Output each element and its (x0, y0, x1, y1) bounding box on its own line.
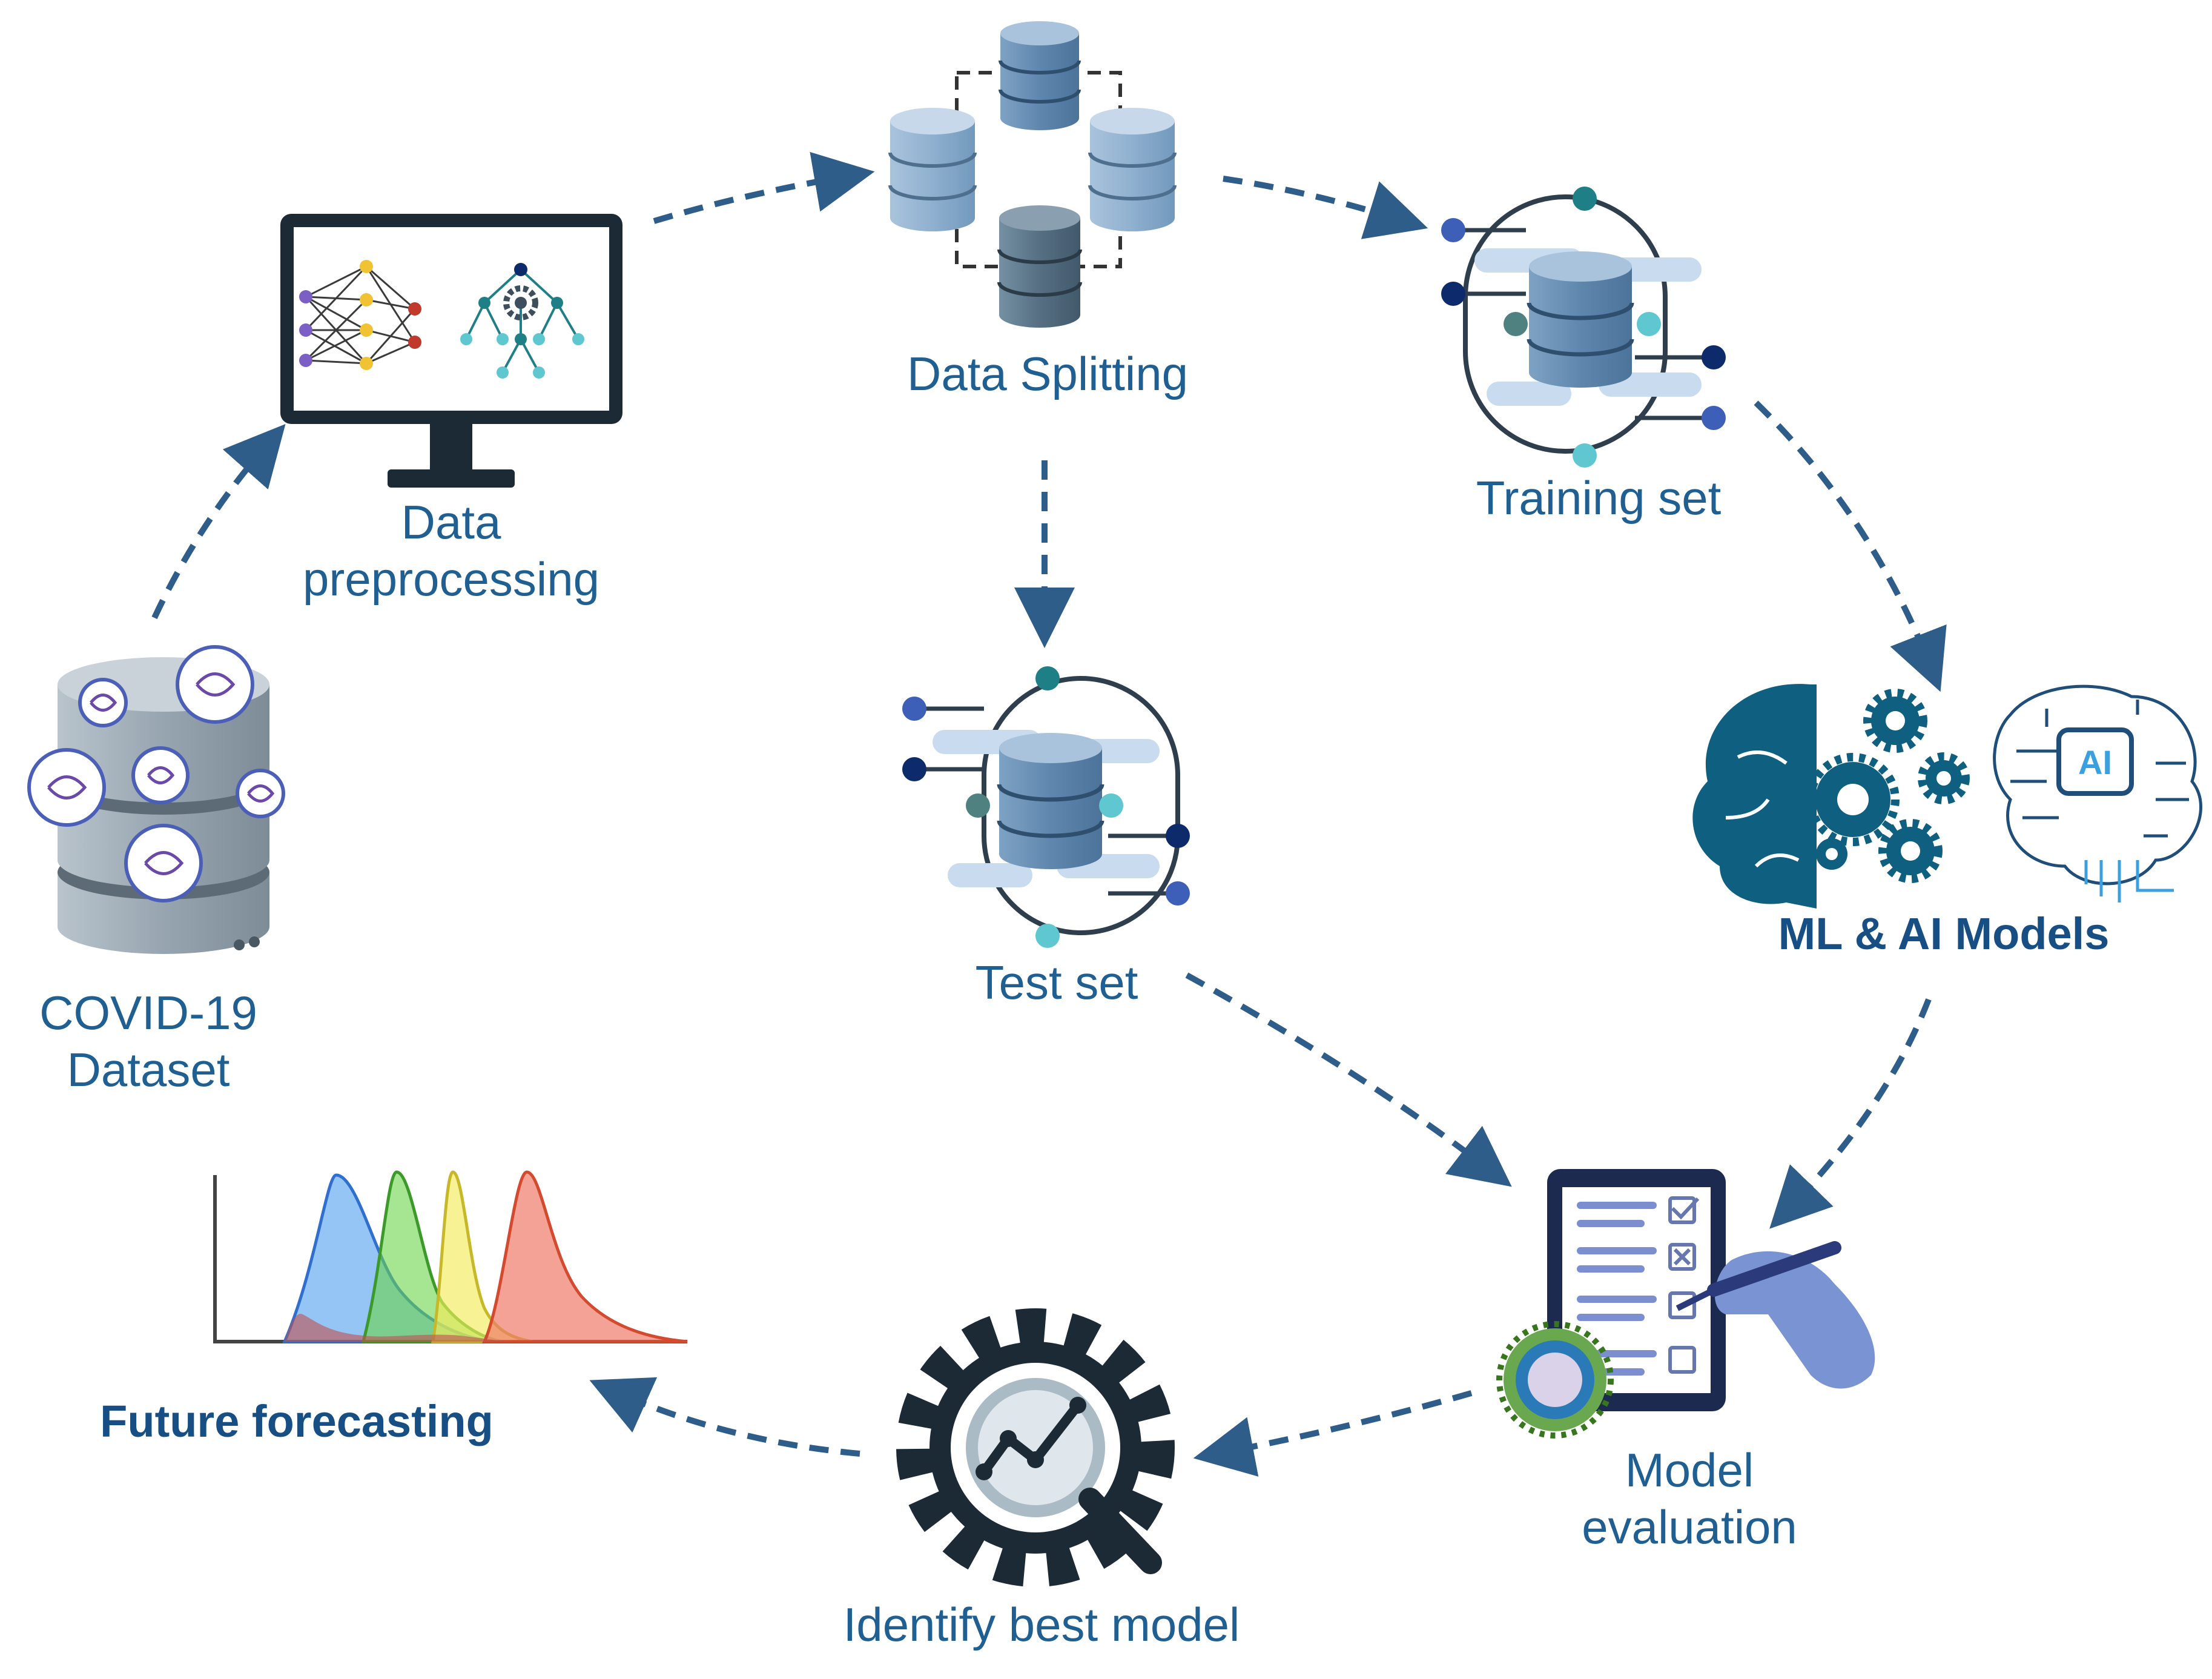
arrow-test-to-evaluation (1185, 972, 1512, 1187)
ai-chip-label: AI (2078, 743, 2112, 781)
arrow-models-to-evaluation (1769, 998, 1932, 1229)
arrow-best-model-to-forecasting (589, 1377, 860, 1457)
db-top (999, 21, 1081, 130)
label-data-splitting: Data Splitting (872, 345, 1223, 402)
label-future-forecasting-text: Future forecasting (100, 1396, 494, 1446)
label-ml-ai-models: ML & AI Models (1732, 906, 2156, 962)
label-training-set-text: Training set (1476, 471, 1722, 525)
test-database-icon (902, 666, 1190, 948)
arrow-evaluation-to-best-model (1193, 1390, 1473, 1477)
arrow-preprocessing-to-splitting (653, 151, 875, 224)
label-model-evaluation: Model evaluation (1532, 1442, 1847, 1555)
database-split-icon (888, 21, 1177, 328)
label-identify-best-model-text: Identify best model (843, 1598, 1240, 1651)
virus-particle (1496, 1321, 1614, 1439)
label-covid-dataset-line1: COVID-19 (39, 986, 257, 1039)
arrow-splitting-to-training (1223, 176, 1428, 239)
db-bottom (997, 205, 1082, 328)
label-data-preprocessing: Data preprocessing (285, 494, 618, 608)
arrow-dataset-to-preprocessing (151, 424, 286, 620)
label-identify-best-model: Identify best model (787, 1596, 1296, 1653)
label-model-evaluation-line1: Model (1625, 1443, 1754, 1497)
arrow-training-to-models (1754, 400, 1947, 692)
db-left (888, 108, 977, 231)
label-training-set: Training set (1417, 469, 1780, 526)
label-data-preprocessing-line1: Data (401, 495, 501, 549)
label-test-set-text: Test set (975, 956, 1138, 1009)
workflow-arrows (151, 151, 1947, 1477)
virus-database-icon (27, 645, 285, 954)
label-data-splitting-text: Data Splitting (907, 347, 1188, 400)
training-database-icon (1441, 187, 1726, 468)
label-covid-dataset: COVID-19 Dataset (24, 984, 272, 1098)
db-right (1088, 108, 1177, 231)
label-ml-ai-models-text: ML & AI Models (1778, 909, 2110, 959)
brain-gear-ai-icon: AI (1692, 684, 2203, 909)
monitor-network-icon (280, 214, 622, 488)
label-test-set: Test set (936, 954, 1178, 1011)
label-model-evaluation-line2: evaluation (1582, 1500, 1797, 1554)
gear-magnifier-icon (896, 1308, 1175, 1587)
checklist-hand-icon (1496, 1169, 1875, 1439)
label-future-forecasting: Future forecasting (67, 1393, 527, 1450)
epidemic-curves-icon (213, 1170, 688, 1343)
label-covid-dataset-line2: Dataset (67, 1043, 230, 1096)
label-data-preprocessing-line2: preprocessing (303, 552, 599, 606)
